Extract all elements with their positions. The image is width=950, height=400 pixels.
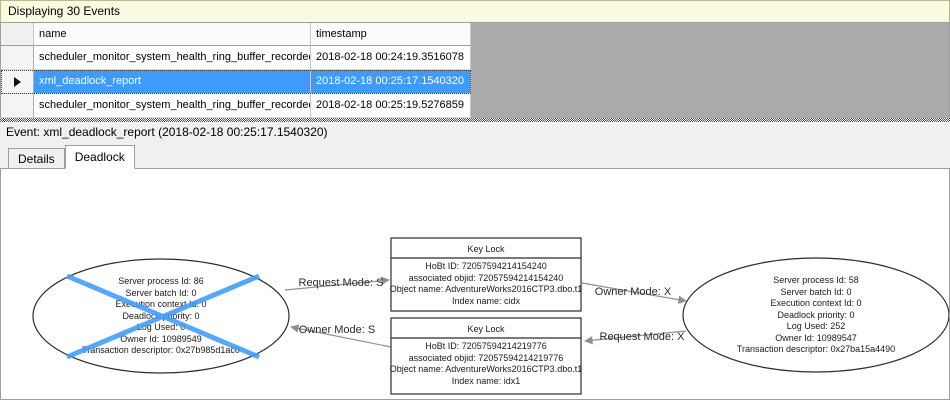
process-line: Deadlock priority: 0 — [122, 310, 200, 321]
process-line: Server batch Id: 0 — [780, 286, 852, 297]
process-line: Transaction descriptor: 0x27ba15a4490 — [736, 344, 896, 354]
row-selector[interactable] — [1, 70, 34, 94]
event-name-cell[interactable]: scheduler_monitor_system_health_ring_buf… — [34, 94, 311, 118]
detail-tab-strip: Details Deadlock — [0, 142, 950, 169]
edge-owner-s — [290, 324, 392, 348]
event-name-cell[interactable]: scheduler_monitor_system_health_ring_buf… — [34, 46, 311, 70]
event-name-cell[interactable]: xml_deadlock_report — [34, 70, 311, 94]
process-line: Deadlock priority: 0 — [777, 309, 855, 320]
process-line: Server process Id: 86 — [118, 276, 204, 286]
process-line: Log Used: 0 — [136, 322, 186, 332]
process-line: Execution context Id: 0 — [115, 299, 207, 309]
process-node-shape[interactable] — [682, 257, 949, 373]
resource-line: Index name: idx1 — [451, 375, 521, 386]
resource-title: Key Lock — [467, 324, 505, 334]
process-line: Execution context Id: 0 — [770, 298, 862, 308]
edge-request-s — [284, 276, 390, 291]
edge-owner-x — [581, 282, 687, 304]
event-timestamp-cell[interactable]: 2018-02-18 00:25:17.1540320 — [311, 70, 471, 94]
resource-line: HoBt ID: 72057594214219776 — [425, 341, 547, 351]
edge-lines — [284, 276, 687, 348]
table-row[interactable]: scheduler_monitor_system_health_ring_buf… — [1, 94, 471, 118]
row-selector[interactable] — [1, 94, 34, 118]
process-line: Server process Id: 58 — [773, 275, 859, 285]
event-timestamp-cell[interactable]: 2018-02-18 00:24:19.3516078 — [311, 46, 471, 70]
tab-deadlock[interactable]: Deadlock — [64, 145, 135, 169]
column-header-name[interactable]: name — [34, 23, 311, 46]
resource-idx1-details: HoBt ID: 72057594214219776 associated ob… — [390, 341, 582, 387]
resource-line: associated objid: 72057594214219776 — [408, 352, 564, 363]
events-count-bar: Displaying 30 Events — [0, 0, 950, 23]
resource-line: Object name: AdventureWorks2016CTP3.dbo.… — [389, 364, 583, 374]
process-line: Owner Id: 10989549 — [120, 333, 202, 344]
tab-details[interactable]: Details — [8, 148, 65, 168]
event-timestamp-cell[interactable]: 2018-02-18 00:25:19.5276859 — [311, 94, 471, 118]
resource-node-idx1-shape[interactable] — [390, 317, 582, 395]
row-selector-header — [1, 23, 34, 46]
events-grid-area: name timestamp scheduler_monitor_system_… — [0, 23, 950, 118]
resource-node-cidx-shape[interactable] — [390, 237, 582, 312]
edge-label-owner-s: Owner Mode: S — [298, 324, 376, 336]
deadlock-graph-panel: Server process Id: 86 Server batch Id: 0… — [0, 168, 950, 400]
grid-detail-splitter[interactable] — [0, 118, 950, 122]
process-details: Server process Id: 58 Server batch Id: 0… — [737, 275, 895, 356]
edge-label-owner-x: Owner Mode: X — [594, 286, 672, 298]
events-grid: name timestamp scheduler_monitor_system_… — [1, 23, 471, 118]
edge-label-request-s: Request Mode: S — [298, 277, 384, 289]
resource-line: Index name: cidx — [451, 295, 521, 306]
resource-line: Object name: AdventureWorks2016CTP3.dbo.… — [389, 284, 583, 294]
process-line: Log Used: 252 — [786, 321, 846, 331]
edge-request-x — [584, 330, 687, 345]
current-row-arrow-icon — [13, 76, 21, 87]
table-row[interactable]: scheduler_monitor_system_health_ring_buf… — [1, 46, 471, 70]
column-header-timestamp[interactable]: timestamp — [311, 23, 471, 46]
events-count-label: Displaying 30 Events — [8, 4, 121, 18]
process-line: Server batch Id: 0 — [125, 287, 197, 298]
selected-event-summary: Event: xml_deadlock_report (2018-02-18 0… — [0, 122, 950, 142]
process-line: Owner Id: 10989547 — [775, 332, 857, 343]
resource-cidx-details: HoBt ID: 72057594214154240 associated ob… — [390, 261, 582, 307]
resource-line: associated objid: 72057594214154240 — [408, 272, 564, 283]
edge-label-request-x: Request Mode: X — [599, 331, 685, 343]
process-victim-details: Server process Id: 86 Server batch Id: 0… — [82, 276, 240, 357]
resource-line: HoBt ID: 72057594214154240 — [425, 261, 547, 271]
grid-header-row: name timestamp — [1, 23, 471, 46]
process-line: Transaction descriptor: 0x27b985d1ac0 — [82, 345, 240, 355]
table-row-selected[interactable]: xml_deadlock_report 2018-02-18 00:25:17.… — [1, 70, 471, 94]
row-selector[interactable] — [1, 46, 34, 70]
resource-title: Key Lock — [467, 244, 505, 254]
